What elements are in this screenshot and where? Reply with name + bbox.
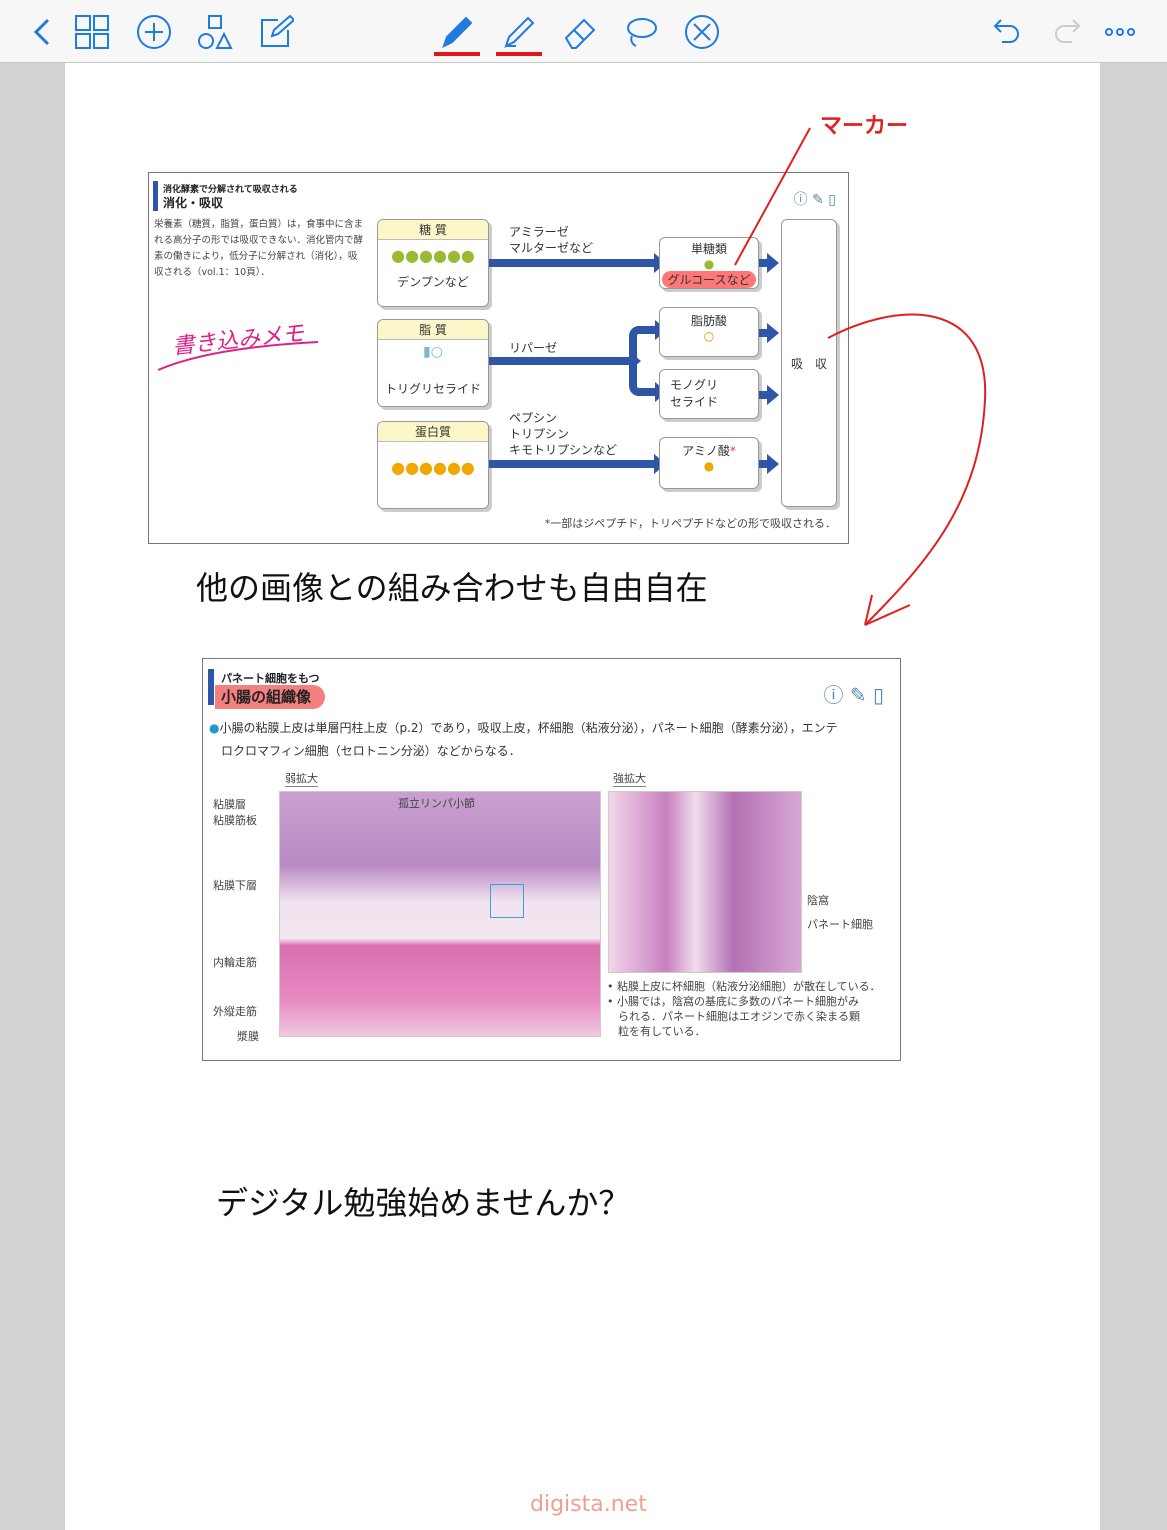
edit-icon [261,14,294,47]
more-icon [1105,28,1135,36]
fatty-acid-box: 脂肪酸○ [659,307,759,357]
arrow [759,385,779,405]
pen-icon [442,16,473,48]
fat-box: 脂 質▮○トリグリセライド [377,319,489,407]
protein-arrow [489,454,666,474]
grid-icon [75,15,109,49]
monoglyceride-box: モノグリセライド [659,369,759,419]
eraser-icon [564,18,596,49]
note-line: • 小腸では，陰窩の基底に多数のパネート細胞がみ [607,995,859,1008]
pen-tool[interactable] [436,12,476,52]
fig1-info-icons[interactable]: ⓘ ✎ ▯ [793,192,836,208]
amino-acid-box: アミノ酸*● [659,437,759,489]
absorption-box: 吸 収 [781,219,837,507]
back-button[interactable] [22,12,62,52]
fig1-note: *一部はジペプチド，トリペプチドなどの形で吸収される． [544,517,836,530]
title-bar [208,669,214,705]
fig1-body: 栄養素（糖質，脂質，蛋白質）は，食事中に含まれる高分子の形では吸収できない．消化… [154,219,364,278]
enzyme-chymotrypsin: キモトリプシンなど [509,443,618,457]
pen-active-indicator [434,52,480,56]
lasso-icon [627,18,657,47]
note-line: 粒を有している． [607,1025,706,1038]
label-paneth-cell: パネート細胞 [807,918,873,931]
toolbar [0,0,1167,63]
fat-arrow-down [637,382,667,402]
add-button[interactable] [134,12,174,52]
lasso-tool[interactable] [620,12,660,52]
sugar-box: 糖 質●●●●●●デンプンなど [377,219,489,307]
undo-icon [993,19,1019,43]
label-crypt: 陰窩 [807,894,829,907]
fat-branch [629,326,639,396]
caption-1: 他の画像との組み合わせも自由自在 [196,569,708,607]
fat-arrow-up [637,320,667,340]
enzyme-lipase: リパーゼ [509,341,558,355]
intestine-figure[interactable]: パネート細胞をもつ 小腸の組織像 ⓘ ✎ ▯ ●小腸の粘膜上皮は単層円柱上皮（p… [202,658,901,1061]
close-tool[interactable] [682,12,722,52]
fig2-title: 小腸の組織像 [215,685,326,709]
title-bar [153,181,158,211]
label-inner-circular: 内輪走筋 [213,956,257,969]
label-muscularis-mucosae: 粘膜筋板 [213,814,257,827]
high-magnification-label: 強拡大 [613,772,646,787]
arrow [759,454,779,474]
highlighter-tool[interactable] [498,12,538,52]
chevron-left-icon [33,18,50,46]
fig2-info-icons[interactable]: ⓘ ✎ ▯ [823,683,884,707]
highlighter-icon [504,16,535,48]
fig1-title: 消化・吸収 [163,196,224,210]
fig2-body-1: 小腸の粘膜上皮は単層円柱上皮（p.2）であり，吸収上皮，杯細胞（粘液分泌），パネ… [219,721,838,735]
more-button[interactable] [1100,12,1140,52]
fig2-body-2: ロクロマフィン細胞（セロトニン分泌）などからなる． [221,744,521,758]
plus-circle-icon [137,15,171,49]
fig2-subtitle: パネート細胞をもつ [221,672,320,685]
digestion-figure[interactable]: 消化酵素で分解されて吸収される 消化・吸収 栄養素（糖質，脂質，蛋白質）は，食事… [148,172,849,544]
sugar-arrow [489,253,666,273]
redo-button[interactable] [1048,12,1088,52]
nodule-label: 孤立リンパ小節 [398,797,475,810]
fat-arrow [489,351,641,371]
enzyme-trypsin: トリプシン [509,427,570,441]
note-line: られる．パネート細胞はエオジンで赤く染まる顆 [607,1010,860,1023]
close-circle-icon [685,15,719,49]
shapes-button[interactable] [195,12,235,52]
marker-annotation: マーカー [820,114,909,139]
zoom-region-box [490,884,524,918]
shapes-icon [198,15,233,49]
text-edit-button[interactable] [256,12,296,52]
protein-box: 蛋白質●●●●●● [377,421,489,509]
fig1-subtitle: 消化酵素で分解されて吸収される [163,185,298,195]
eraser-tool[interactable] [560,12,600,52]
redo-icon [1055,19,1081,43]
note-line: • 粘膜上皮に杯細胞（粘液分泌細胞）が散在している． [607,980,881,993]
low-magnification-label: 弱拡大 [285,772,318,787]
arrow [759,323,779,343]
grid-button[interactable] [72,12,112,52]
arrow [759,253,779,273]
enzyme-pepsin: ペプシン [509,411,558,425]
caption-2: デジタル勉強始めませんか？ [216,1184,631,1222]
label-submucosa: 粘膜下層 [213,879,257,892]
highlighter-active-indicator [496,52,542,56]
watermark: digista.net [530,1492,647,1517]
label-serosa: 漿膜 [237,1030,259,1043]
label-mucosa: 粘膜層 [213,798,246,811]
monosaccharide-box: 単糖類●グルコースなど [659,237,759,289]
undo-button[interactable] [986,12,1026,52]
enzyme-maltase: マルターゼなど [509,241,594,255]
high-magnification-image [608,791,802,973]
low-magnification-image [279,791,601,1037]
label-outer-longitudinal: 外縦走筋 [213,1005,257,1018]
enzyme-amylase: アミラーゼ [509,225,569,239]
